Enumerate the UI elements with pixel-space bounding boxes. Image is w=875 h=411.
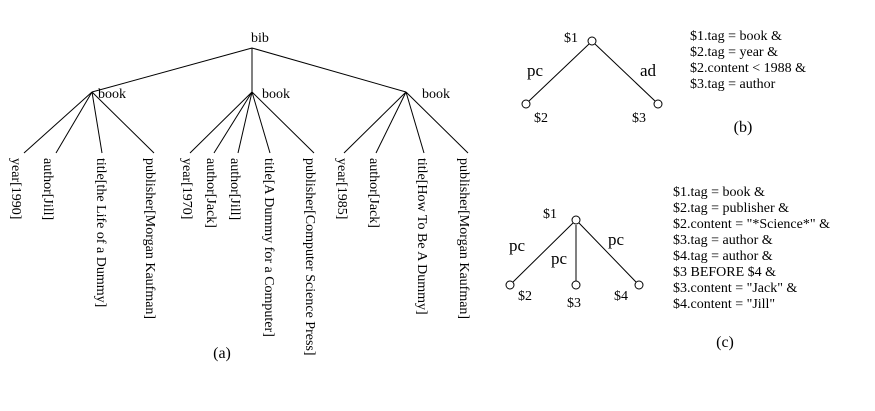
pattern-c-node-3	[571, 280, 581, 290]
pattern-b-edge-label-2: ad	[640, 61, 657, 80]
pattern-c-edge-3	[578, 222, 637, 283]
pattern-c-edge-label-2: pc	[551, 249, 568, 268]
book-1-label: book	[98, 87, 126, 102]
edge-book1-leaf-2	[55, 91, 93, 154]
pattern-b-node-2	[521, 99, 531, 109]
caption-a: (a)	[213, 345, 231, 362]
pattern-b-edge-label-1: pc	[527, 61, 544, 80]
leaf-label: year[1990]	[8, 158, 23, 219]
book-3-label: book	[422, 87, 450, 102]
pattern-b-condition: $2.tag = year &	[690, 45, 778, 60]
pattern-b-node-3-label: $3	[632, 111, 646, 126]
pattern-b-condition: $3.tag = author	[690, 77, 776, 92]
edge-book3-leaf-2	[375, 91, 407, 154]
pattern-c-edge-1	[512, 222, 574, 283]
pattern-c-condition: $1.tag = book &	[673, 185, 765, 200]
leaf-label: year[1970]	[179, 158, 194, 219]
pattern-b-edge-1	[528, 43, 590, 102]
pattern-c-condition: $3.tag = author &	[673, 233, 773, 248]
edge-book3-leaf-4	[405, 91, 469, 154]
pattern-b-root-node	[587, 36, 597, 46]
pattern-c-condition: $2.tag = publisher &	[673, 201, 789, 216]
book-2-label: book	[262, 87, 290, 102]
pattern-c-condition: $3 BEFORE $4 &	[673, 265, 776, 280]
edge-book2-leaf-4	[251, 91, 271, 154]
edge-book2-leaf-2	[213, 91, 253, 154]
leaf-label: title[How To Be A Dummy]	[414, 158, 429, 315]
edge-book1-leaf-1	[23, 91, 93, 154]
caption-c: (c)	[716, 334, 734, 351]
pattern-c-condition: $2.content = "*Science*" &	[673, 217, 830, 232]
leaf-label: publisher[Morgan Kaufman]	[142, 158, 157, 319]
pattern-c-root-node	[571, 215, 581, 225]
edge-bib-book-1	[91, 47, 253, 93]
edge-book3-leaf-1	[343, 91, 407, 154]
pattern-b-root-label: $1	[564, 31, 578, 46]
pattern-c-condition: $3.content = "Jack" &	[673, 281, 797, 296]
leaf-label: publisher[Morgan Kaufman]	[456, 158, 471, 319]
leaf-label: author[Jill]	[40, 158, 55, 220]
pattern-c-condition: $4.content = "Jill"	[673, 297, 775, 312]
edge-bib-book-3	[251, 47, 407, 93]
leaf-label: year[1985]	[334, 158, 349, 219]
pattern-b-node-3	[653, 99, 663, 109]
pattern-b-condition: $2.content < 1988 &	[690, 61, 806, 76]
query-pattern-b: $1 pc ad $2 $3 $1.tag = book & $2.tag = …	[521, 29, 806, 136]
leaf-label: title[the Life of a Dummy]	[93, 158, 108, 307]
caption-b: (b)	[734, 119, 753, 136]
pattern-c-edge-label-1: pc	[509, 236, 526, 255]
leaf-label: author[Jack]	[203, 158, 218, 228]
pattern-b-node-2-label: $2	[534, 111, 548, 126]
leaf-label: author[Jack]	[366, 158, 381, 228]
leaf-label: publisher[Computer Science Press]	[302, 158, 317, 356]
pattern-c-node-4-label: $4	[614, 289, 628, 304]
edge-book2-leaf-3	[237, 91, 253, 154]
pattern-c-condition: $4.tag = author &	[673, 249, 773, 264]
pattern-c-root-label: $1	[543, 207, 557, 222]
pattern-c-edge-label-3: pc	[608, 230, 625, 249]
leaf-label: author[Jill]	[227, 158, 242, 220]
edge-book2-leaf-1	[189, 91, 253, 154]
document-tree: bib book book book year[1990] author[Jil…	[8, 31, 471, 362]
pattern-b-edge-2	[594, 43, 656, 102]
pattern-c-node-2	[505, 280, 515, 290]
pattern-b-condition: $1.tag = book &	[690, 29, 782, 44]
edge-book2-leaf-5	[251, 91, 315, 154]
edge-book1-leaf-3	[91, 91, 103, 154]
tree-root-label: bib	[251, 31, 269, 46]
edge-book3-leaf-3	[405, 91, 425, 154]
query-pattern-c: $1 pc pc pc $2 $3 $4 $1.tag = book & $2.…	[505, 185, 830, 351]
pattern-c-node-3-label: $3	[567, 296, 581, 311]
leaf-label: title[A Dummy for a Computer]	[261, 158, 276, 337]
pattern-c-node-2-label: $2	[518, 289, 532, 304]
edge-book1-leaf-4	[91, 91, 155, 154]
pattern-c-node-4	[634, 280, 644, 290]
